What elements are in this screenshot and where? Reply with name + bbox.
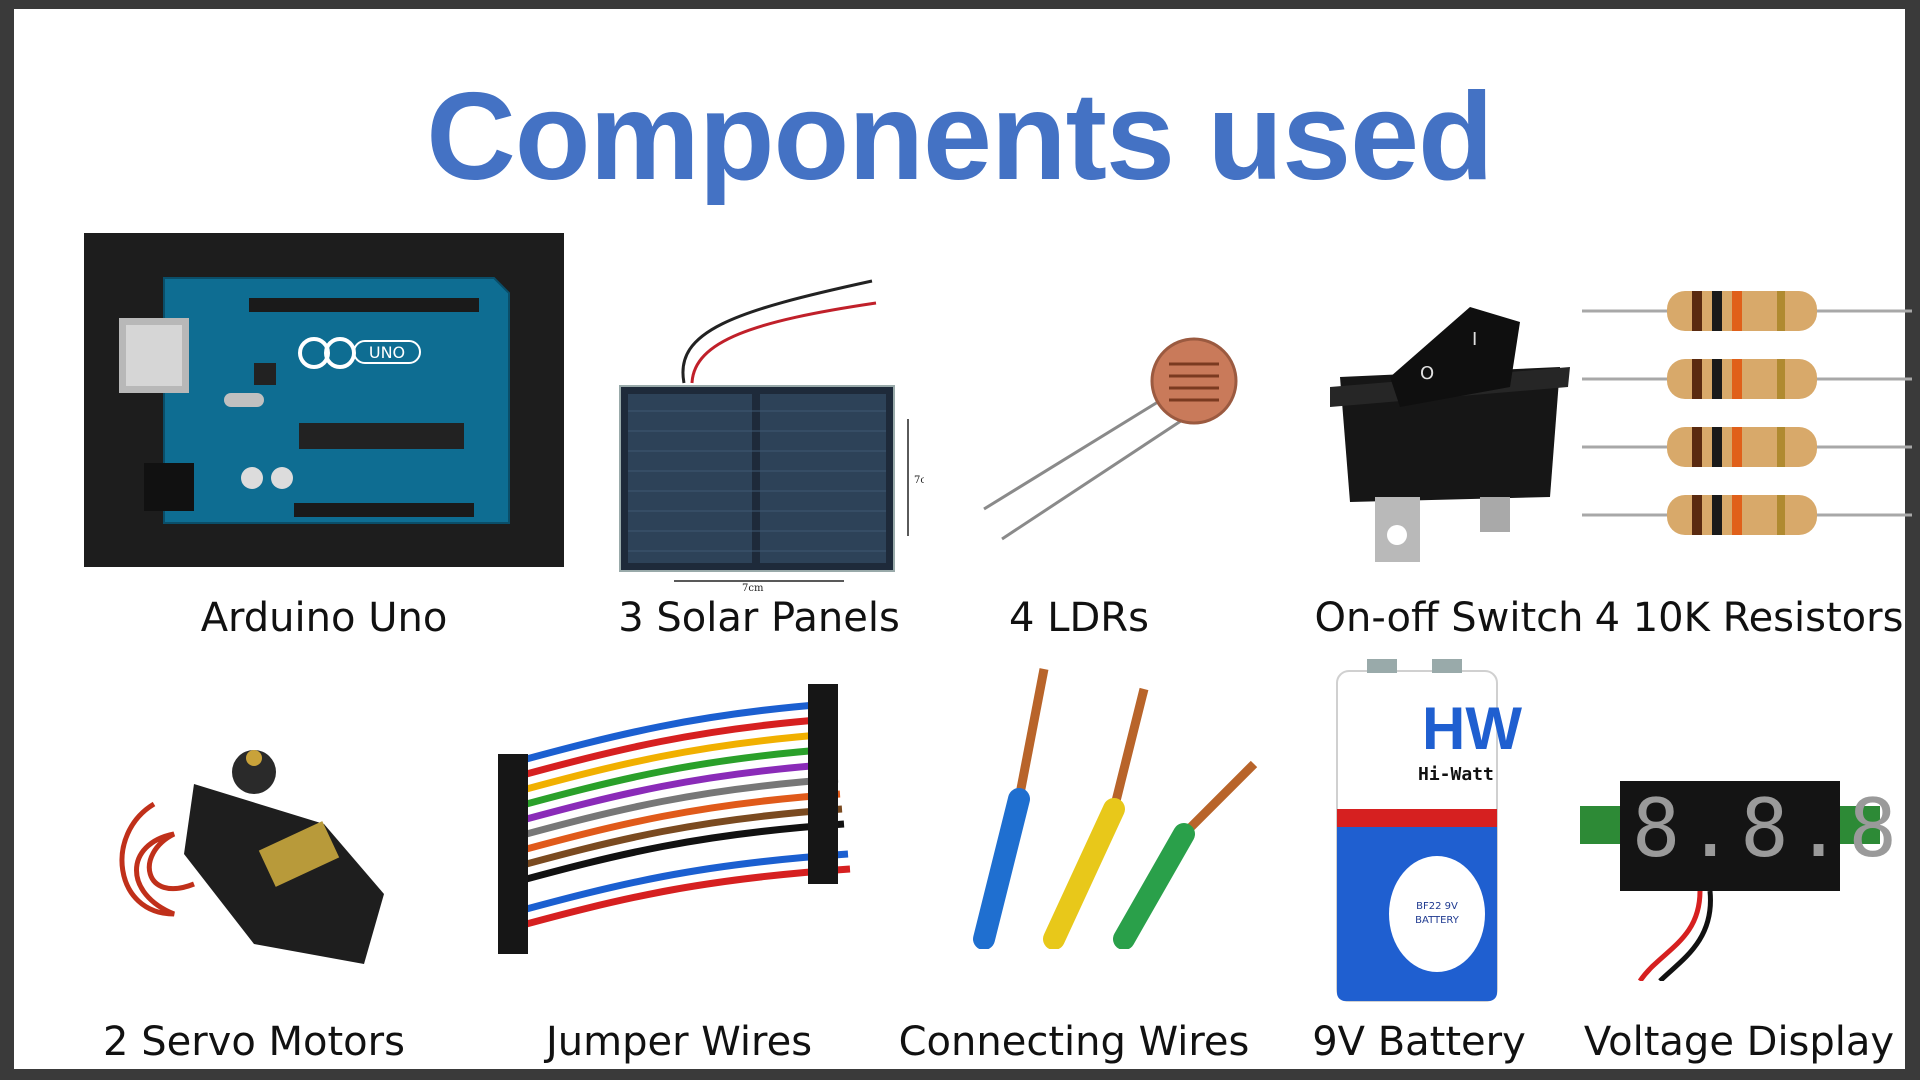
svg-text:BF22 9V: BF22 9V <box>1416 901 1458 912</box>
battery-image: BF22 9V BATTERY HW Hi-Watt <box>1322 659 1522 1009</box>
component-label: Jumper Wires <box>545 1019 813 1065</box>
svg-text:7cm: 7cm <box>914 475 924 486</box>
component-label: On-off Switch <box>1314 595 1584 641</box>
display-digits: 8.8.8 <box>1632 782 1903 875</box>
component-label: Arduino Uno <box>200 595 448 641</box>
solar-panel-image: 7cm 7cm <box>614 271 924 591</box>
component-label: 4 LDRs <box>1009 595 1149 641</box>
connecting-wires-image <box>964 659 1264 949</box>
slide: Components used UNO Ar <box>14 9 1912 1069</box>
jumper-wires-image <box>478 674 878 974</box>
battery-brand: HW <box>1422 695 1522 762</box>
slide-title: Components used <box>426 68 1494 206</box>
component-label: 2 Servo Motors <box>103 1019 405 1065</box>
resistor-image <box>1582 279 1912 549</box>
svg-text:O: O <box>1420 363 1434 384</box>
ldr-image <box>974 329 1264 559</box>
svg-text:BATTERY: BATTERY <box>1415 915 1460 926</box>
svg-text:7cm: 7cm <box>742 583 764 591</box>
svg-text:UNO: UNO <box>369 343 405 362</box>
svg-text:I: I <box>1472 329 1477 350</box>
arduino-board-image: UNO <box>84 233 564 567</box>
component-label: 9V Battery <box>1312 1019 1526 1065</box>
component-label: Voltage Display <box>1583 1019 1895 1065</box>
battery-name: Hi-Watt <box>1418 764 1494 785</box>
voltage-display-image: 8.8.8 <box>1580 771 1897 981</box>
component-label: Connecting Wires <box>898 1019 1250 1065</box>
component-label: 3 Solar Panels <box>618 595 900 641</box>
component-label: 4 10K Resistors <box>1594 595 1904 641</box>
rocker-switch-image: O I <box>1320 297 1580 567</box>
servo-motor-image <box>114 744 404 974</box>
